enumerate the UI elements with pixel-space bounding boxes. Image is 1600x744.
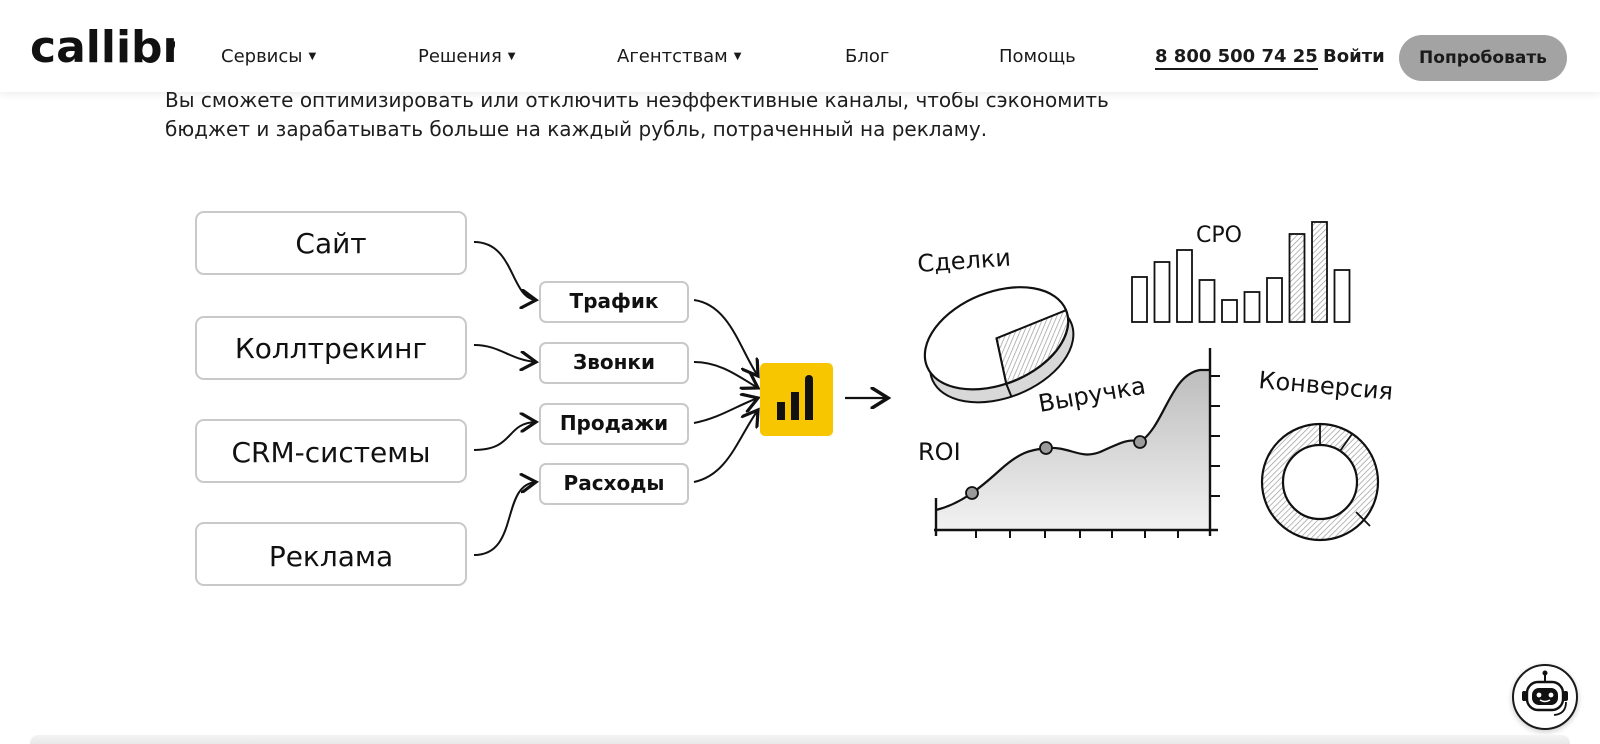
metric-box-sales: Продажи [539,403,689,445]
nav-solutions[interactable]: Решения ▼ [418,46,515,67]
try-button[interactable]: Попробовать [1399,35,1567,81]
metric-label: Расходы [564,471,665,495]
robot-chat-icon [1522,670,1568,716]
metric-box-expenses: Расходы [539,463,689,505]
source-label: CRM-системы [231,436,430,469]
conversion-label: Конверсия [1257,366,1394,406]
source-label: Реклама [269,540,393,573]
metric-label: Трафик [570,289,659,313]
cpo-bar [1288,233,1306,323]
callibri-logo[interactable]: callibri [30,18,175,68]
source-arrows [473,241,536,556]
svg-text:callibri: callibri [30,22,175,68]
nav-agencies-label: Агентствам [617,46,728,67]
cpo-bar [1333,269,1351,323]
metric-label: Продажи [560,411,668,435]
site-header: callibri Сервисы ▼ Решения ▼ Агентствам … [0,0,1600,92]
cpo-bar [1198,279,1216,323]
revenue-label: Выручка [1036,372,1147,418]
bar-chart-icon [760,363,833,436]
phone-link[interactable]: 8 800 500 74 25 [1155,46,1318,70]
cpo-bar [1221,299,1238,323]
nav-agencies[interactable]: Агентствам ▼ [617,46,741,67]
source-box-crm: CRM-системы [195,419,467,483]
nav-solutions-label: Решения [418,46,502,67]
conversion-donut-chart [1260,422,1380,542]
nav-services-label: Сервисы [221,46,303,67]
cpo-bar [1243,291,1261,323]
metric-box-calls: Звонки [539,342,689,384]
analytics-diagram: Сайт Коллтрекинг CRM-системы Реклама Тра… [0,180,1600,620]
chevron-down-icon: ▼ [308,51,317,62]
cpo-bar [1131,276,1148,323]
metric-label: Звонки [573,350,655,374]
cpo-bar [1311,221,1328,323]
intro-text: Вы сможете оптимизировать или отключить … [165,86,1115,144]
cpo-label: CPO [1196,223,1242,248]
cpo-bar-chart [1131,221,1351,323]
deals-pie-chart [923,286,1075,404]
source-box-calltracking: Коллтрекинг [195,316,467,380]
login-link[interactable]: Войти [1323,46,1385,67]
intro-line-2: бюджет и зарабатывать больше на каждый р… [165,117,988,141]
intro-line-1: Вы сможете оптимизировать или отключить … [165,88,1109,112]
source-box-site: Сайт [195,211,467,275]
nav-blog[interactable]: Блог [845,46,889,67]
revenue-area-chart [934,348,1220,538]
metric-box-traffic: Трафик [539,281,689,323]
diagram-svg: Сайт Коллтрекинг CRM-системы Реклама Тра… [195,211,1394,586]
footer-edge [30,735,1570,744]
nav-help[interactable]: Помощь [999,46,1076,67]
chevron-down-icon: ▼ [507,51,516,62]
source-label: Коллтрекинг [235,332,427,365]
chevron-down-icon: ▼ [733,51,742,62]
cpo-bar [1153,261,1171,323]
nav-services[interactable]: Сервисы ▼ [221,46,316,67]
chat-bot-button[interactable] [1512,664,1578,730]
cpo-bar [1266,277,1283,323]
source-box-ads: Реклама [195,522,467,586]
source-label: Сайт [295,227,366,260]
deals-label: Сделки [916,244,1011,278]
nav-help-label: Помощь [999,46,1076,67]
cpo-bar [1176,249,1193,323]
metric-arrows [693,299,758,483]
roi-label: ROI [918,438,961,466]
nav-blog-label: Блог [845,46,890,67]
